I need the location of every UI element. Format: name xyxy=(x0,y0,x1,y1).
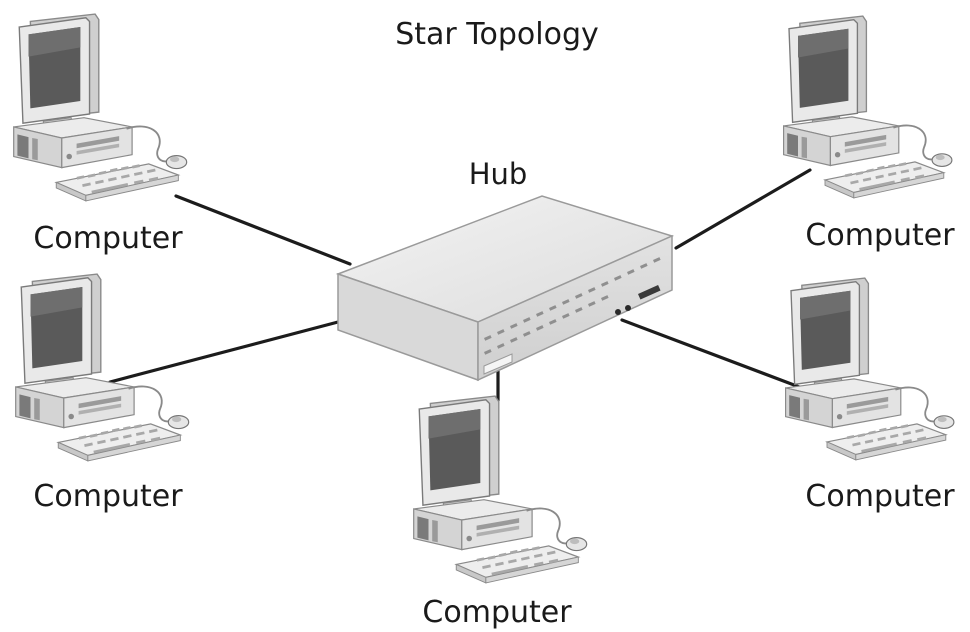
computer-icon xyxy=(784,277,955,461)
computer-bottom-center: Computer xyxy=(412,395,588,630)
computer-top-right: Computer xyxy=(782,15,955,253)
computer-label: Computer xyxy=(805,218,955,253)
cable-middle-right xyxy=(620,318,804,390)
hub-label: Hub xyxy=(469,157,528,191)
computer-label: Computer xyxy=(33,221,183,256)
computer-top-left: Computer xyxy=(12,13,188,256)
computer-icon xyxy=(12,13,188,202)
computer-icon xyxy=(412,395,588,584)
computer-label: Computer xyxy=(422,595,572,630)
cable-top-left xyxy=(174,194,352,266)
diagram-title: Star Topology xyxy=(395,17,599,52)
cables xyxy=(108,168,812,402)
cable-middle-left xyxy=(108,320,340,384)
computer-middle-right: Computer xyxy=(784,277,955,514)
computer-label: Computer xyxy=(805,479,955,514)
hub-device xyxy=(335,195,675,382)
hub-ports xyxy=(484,257,661,355)
computer-middle-left: Computer xyxy=(14,273,190,514)
computer-label: Computer xyxy=(33,479,183,514)
cable-top-right xyxy=(674,168,812,250)
